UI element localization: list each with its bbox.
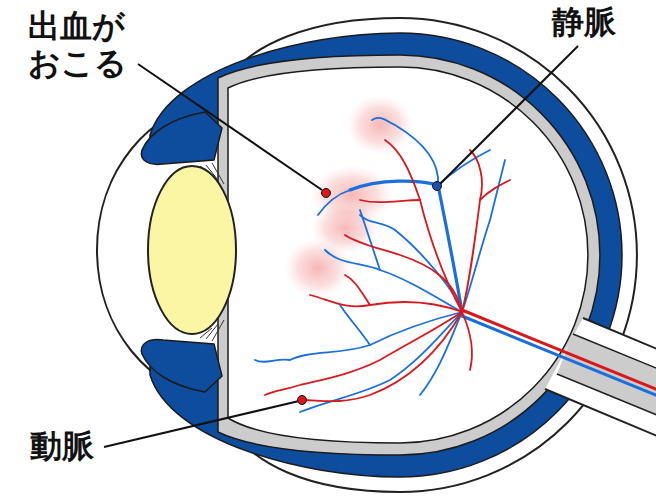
leader-line [104,46,578,447]
leader-dot [433,182,442,191]
vitreous [228,67,588,443]
iris [141,340,222,392]
iris [141,112,222,164]
lens [148,166,236,334]
artery-vessels [265,140,656,401]
optic-nerve-core [557,334,656,422]
callout-label: 静脈 [552,4,632,41]
leader-dot [322,189,331,198]
optic-nerve-core-edge [557,334,656,422]
callout-label: 出血が おこる [28,8,140,82]
vein-vessels [255,118,656,412]
retina-band [218,55,600,455]
callout-label: 動脈 [30,428,110,465]
leader-dot [298,396,307,405]
sclera [97,18,637,492]
